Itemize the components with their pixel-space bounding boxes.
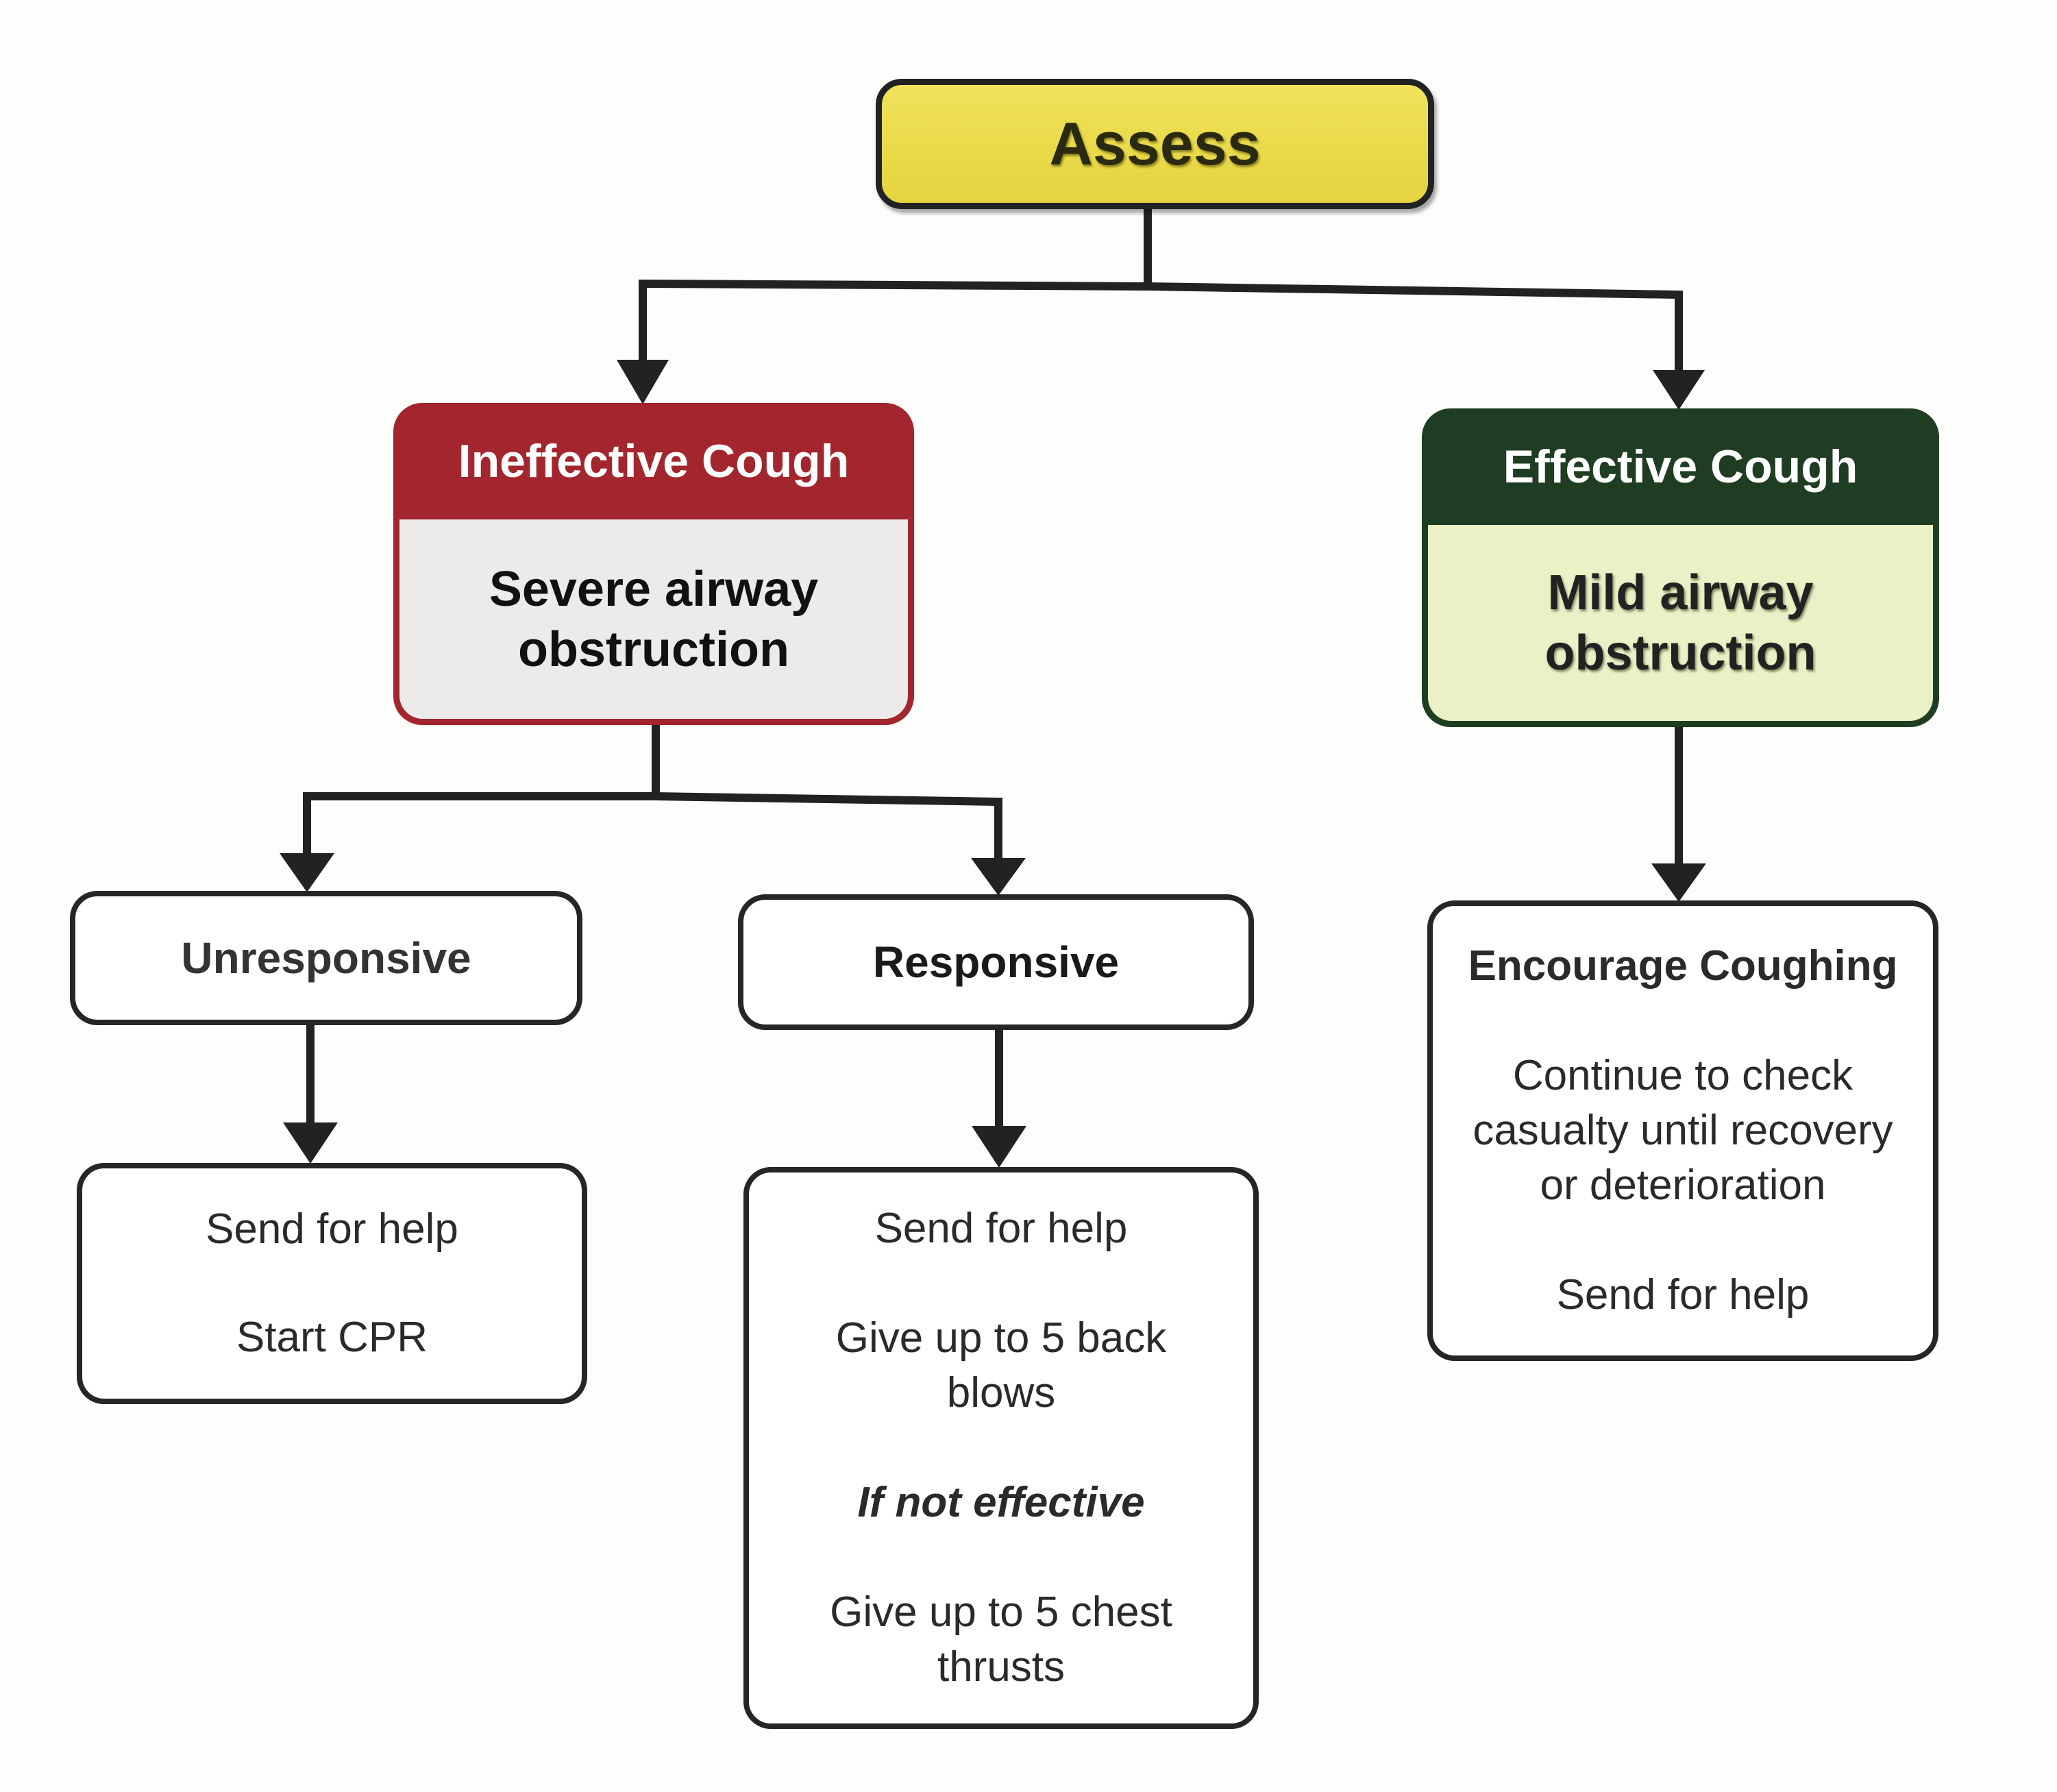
assess-label: Assess — [1049, 110, 1261, 177]
action-chest-thrusts-line2: thrusts — [937, 1643, 1066, 1691]
arrowhead-ineffective — [617, 360, 669, 404]
mild-obstruction-panel: Mild airway obstruction — [1428, 525, 1933, 721]
severe-obstruction-panel: Severe airway obstruction — [399, 519, 908, 719]
responsive-node: Responsive — [738, 894, 1254, 1030]
action-start-cpr: Start CPR — [236, 1314, 428, 1361]
ineffective-cough-node: Ineffective Cough Severe airway obstruct… — [393, 403, 914, 725]
continue-check-line1: Continue to check — [1512, 1052, 1853, 1099]
arrowhead-effective — [1653, 370, 1705, 410]
effective-cough-node: Effective Cough Mild airway obstruction — [1422, 408, 1939, 727]
mild-actions-node: Encourage Coughing Continue to check cas… — [1427, 900, 1938, 1361]
action-back-blows-line2: blows — [946, 1369, 1056, 1416]
continue-check-line2: casualty until recovery — [1473, 1107, 1893, 1154]
connector-ineffective-split — [303, 792, 1003, 807]
action-back-blows-line1: Give up to 5 back — [835, 1314, 1167, 1362]
responsive-actions-node: Send for help Give up to 5 back blows If… — [743, 1167, 1259, 1729]
action-send-for-help: Send for help — [1556, 1271, 1810, 1318]
responsive-label: Responsive — [872, 937, 1120, 987]
action-send-for-help: Send for help — [206, 1205, 458, 1253]
arrowhead-unr-actions — [283, 1122, 338, 1164]
unresponsive-label: Unresponsive — [181, 933, 471, 983]
unresponsive-node: Unresponsive — [70, 891, 582, 1025]
assess-node: Assess — [876, 79, 1434, 209]
arrowhead-mild-actions — [1651, 863, 1706, 902]
arrowhead-responsive — [971, 858, 1026, 896]
mild-obstruction-line1: Mild airway — [1547, 565, 1814, 620]
arrowhead-resp-actions — [972, 1126, 1026, 1168]
action-send-for-help: Send for help — [874, 1205, 1128, 1252]
action-chest-thrusts-line1: Give up to 5 chest — [830, 1588, 1172, 1636]
mild-obstruction-line2: obstruction — [1544, 626, 1816, 680]
continue-check-line3: or deterioration — [1540, 1162, 1826, 1209]
connector-assess-split — [638, 279, 1684, 299]
unresponsive-actions-node: Send for help Start CPR — [77, 1163, 587, 1404]
arrowhead-unresponsive — [280, 853, 334, 892]
severe-obstruction-line1: Severe airway — [489, 561, 819, 617]
severe-obstruction-line2: obstruction — [518, 622, 789, 677]
encourage-coughing-heading: Encourage Coughing — [1468, 942, 1898, 990]
ineffective-cough-title: Ineffective Cough — [458, 435, 850, 487]
condition-if-not-effective: If not effective — [857, 1479, 1145, 1526]
effective-cough-title: Effective Cough — [1503, 441, 1858, 493]
